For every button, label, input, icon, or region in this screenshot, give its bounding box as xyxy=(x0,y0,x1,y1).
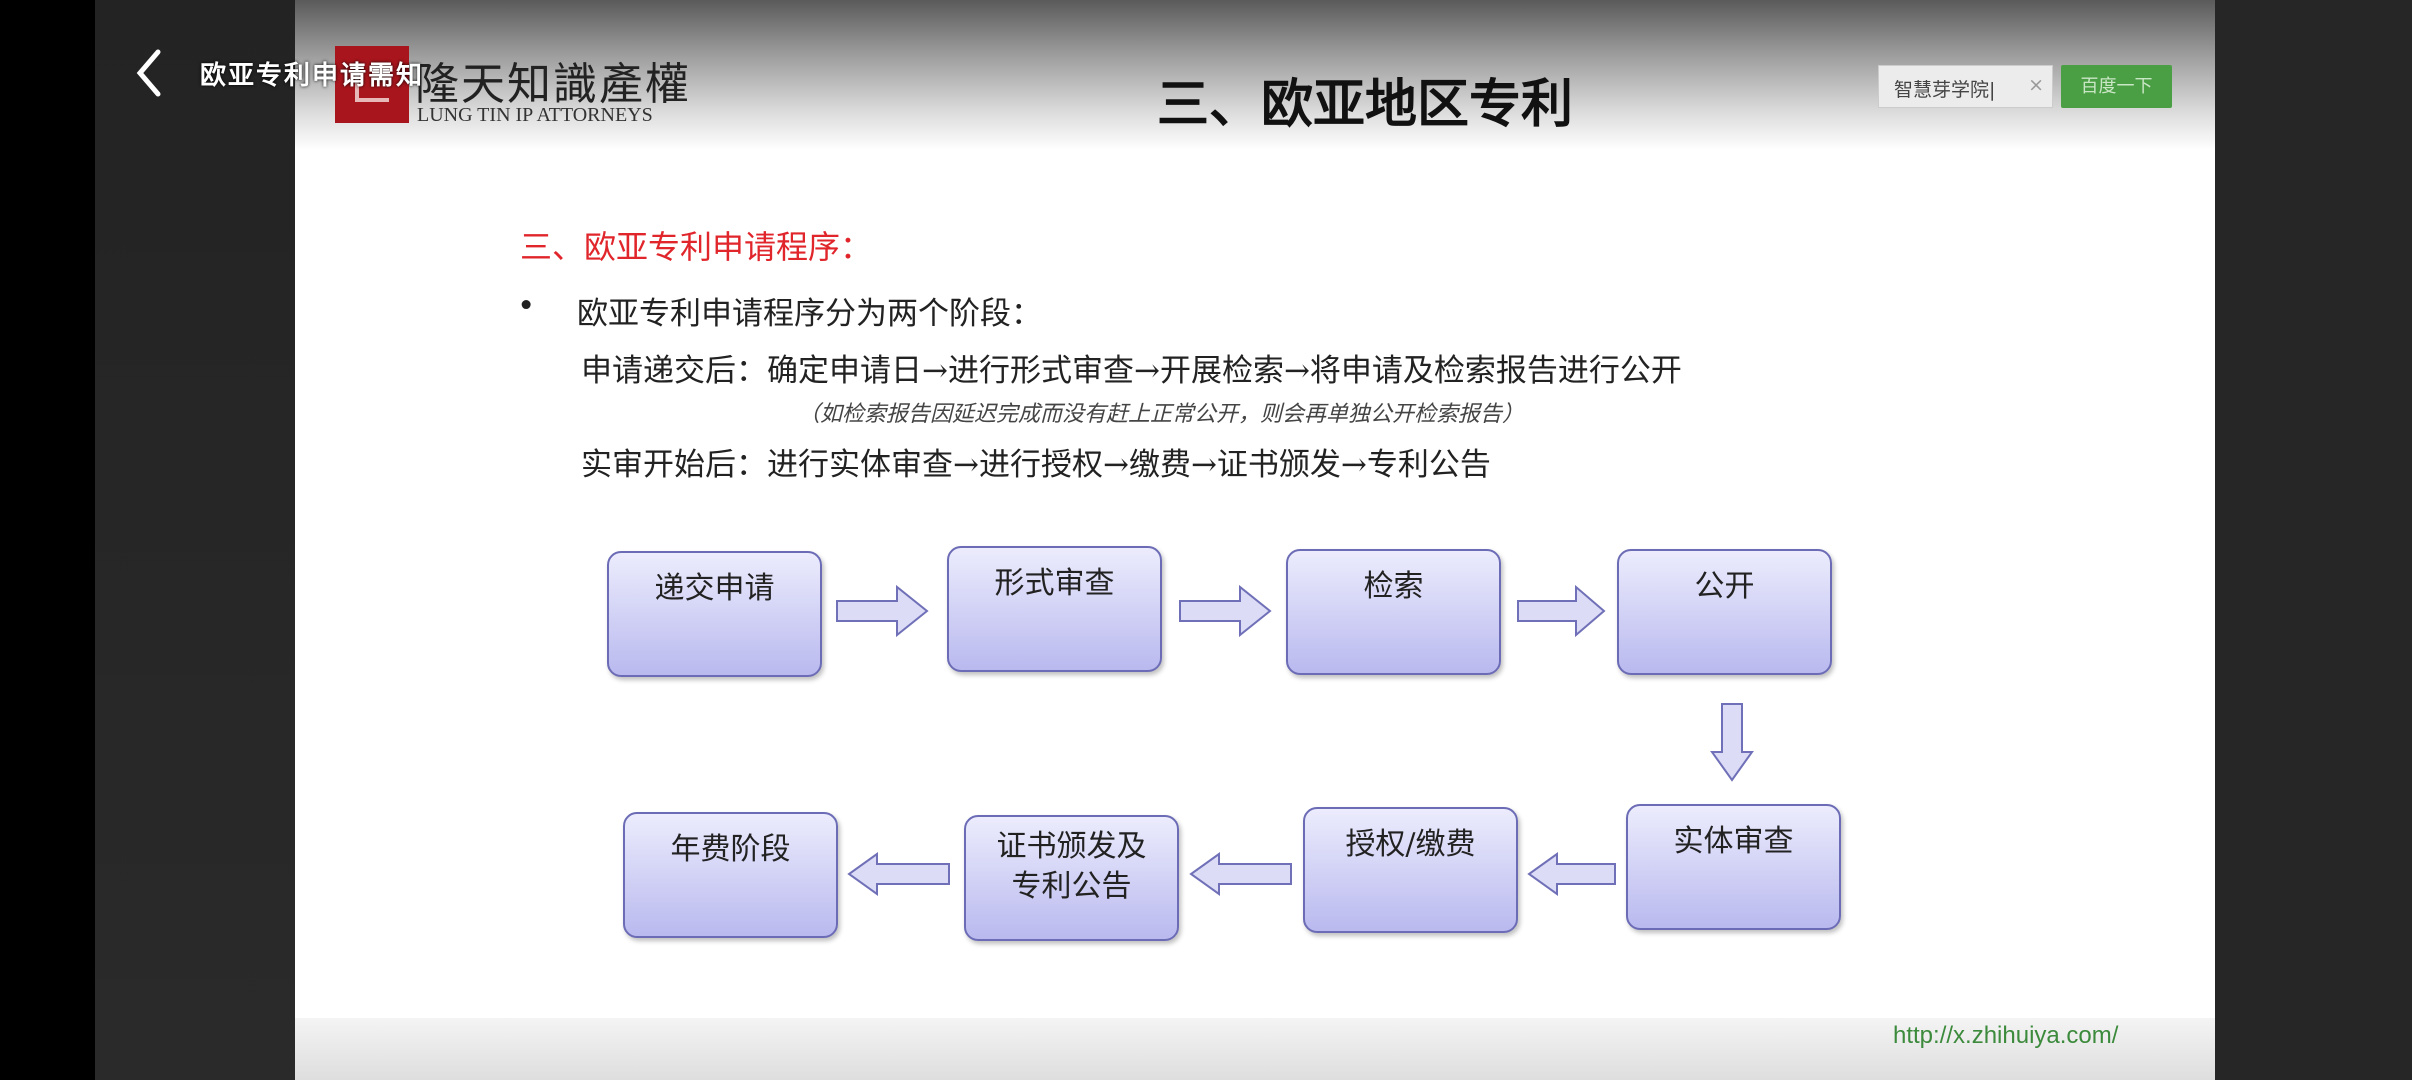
arrow-left-icon xyxy=(847,852,950,896)
arrow-right-icon xyxy=(1517,584,1606,638)
stage-1-text: 申请递交后：确定申请日→进行形式审查→开展检索→将申请及检索报告进行公开 xyxy=(581,353,1682,389)
slide-title: 三、欧亚地区专利 xyxy=(1156,74,1573,135)
stage-1-note: （如检索报告因延迟完成而没有赶上正常公开，则会再单独公开检索报告） xyxy=(798,402,1525,427)
chevron-left-icon[interactable] xyxy=(126,48,176,98)
bullet-dot: • xyxy=(517,288,536,324)
logo-text-en: LUNG TIN IP ATTORNEYS xyxy=(417,104,653,126)
stage-2-text: 实审开始后：进行实体审查→进行授权→缴费→证书颁发→专利公告 xyxy=(581,447,1491,483)
flow-box-formal-exam: 形式审查 xyxy=(947,546,1162,672)
footer-url: http://x.zhihuiya.com/ xyxy=(1893,1022,2119,1049)
flow-box-search: 检索 xyxy=(1286,549,1501,675)
arrow-right-icon xyxy=(1179,584,1272,638)
flow-box-certificate: 证书颁发及 专利公告 xyxy=(964,815,1179,941)
section-heading: 三、欧亚专利申请程序： xyxy=(520,228,873,266)
video-right-margin xyxy=(2215,0,2412,1080)
search-value: 智慧芽学院| xyxy=(1894,79,1996,101)
slide-footer xyxy=(295,1018,2215,1080)
clear-icon[interactable]: × xyxy=(2028,74,2044,96)
arrow-down-icon xyxy=(1710,703,1754,782)
search-input[interactable]: 智慧芽学院| × xyxy=(1878,65,2053,108)
flow-box-substantive-exam: 实体审查 xyxy=(1626,804,1841,930)
search-button[interactable]: 百度一下 xyxy=(2061,65,2172,108)
arrow-right-icon xyxy=(836,584,929,638)
logo-mark xyxy=(335,46,409,123)
flow-box-submit: 递交申请 xyxy=(607,551,822,677)
video-left-margin xyxy=(95,0,295,1080)
bullet-text: 欧亚专利申请程序分为两个阶段： xyxy=(577,296,1042,332)
flow-box-publish: 公开 xyxy=(1617,549,1832,675)
flow-box-grant-fee: 授权/缴费 xyxy=(1303,807,1518,933)
slide: 隆天知識產權 LUNG TIN IP ATTORNEYS 三、欧亚地区专利 智慧… xyxy=(295,0,2215,1080)
video-title: 欧亚专利申请需知 xyxy=(200,61,425,91)
flow-box-annuity: 年费阶段 xyxy=(623,812,838,938)
arrow-left-icon xyxy=(1527,852,1616,896)
logo-text-cn: 隆天知識產權 xyxy=(415,59,691,110)
arrow-left-icon xyxy=(1189,852,1292,896)
